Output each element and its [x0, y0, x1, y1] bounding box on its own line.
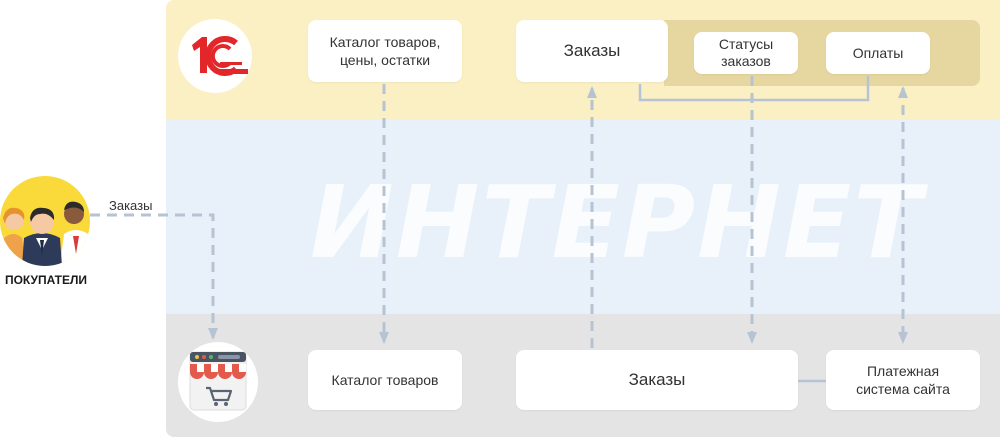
card-payment-system-text: Платежная система сайта: [856, 363, 950, 397]
card-catalog-prices-stock: Каталог товаров, цены, остатки: [308, 20, 462, 82]
card-payment-system: Платежная система сайта: [826, 350, 980, 410]
card-orders-1c-text: Заказы: [563, 41, 621, 60]
internet-watermark: ИНТЕРНЕТ: [310, 164, 924, 281]
card-payments-1c-text: Оплаты: [852, 45, 904, 61]
buyers-label: ПОКУПАТЕЛИ: [4, 273, 88, 287]
internet-band: [166, 120, 1000, 314]
buyers-people-icon: [0, 201, 90, 266]
1c-logo-icon: [192, 36, 248, 76]
card-order-statuses-text: Статусы заказов: [718, 36, 774, 69]
card-catalog-site: Каталог товаров: [308, 350, 462, 410]
card-orders-1c: Заказы: [516, 20, 668, 82]
shop-icon-circle: [178, 342, 258, 422]
card-payments-1c: Оплаты: [826, 32, 930, 74]
online-shop-icon: [189, 351, 247, 411]
card-catalog-site-text: Каталог товаров: [331, 372, 439, 388]
buyers-avatar: [0, 176, 90, 266]
1c-logo: [178, 19, 252, 93]
orders-bracket: [638, 76, 870, 102]
card-orders-site-text: Заказы: [628, 370, 686, 389]
buyers-orders-label: Заказы: [109, 198, 153, 213]
card-catalog-prices-stock-text: Каталог товаров, цены, остатки: [329, 34, 441, 68]
card-orders-site: Заказы: [516, 350, 798, 410]
card-order-statuses: Статусы заказов: [694, 32, 798, 74]
buyers-to-shop-arrow: [90, 213, 218, 340]
